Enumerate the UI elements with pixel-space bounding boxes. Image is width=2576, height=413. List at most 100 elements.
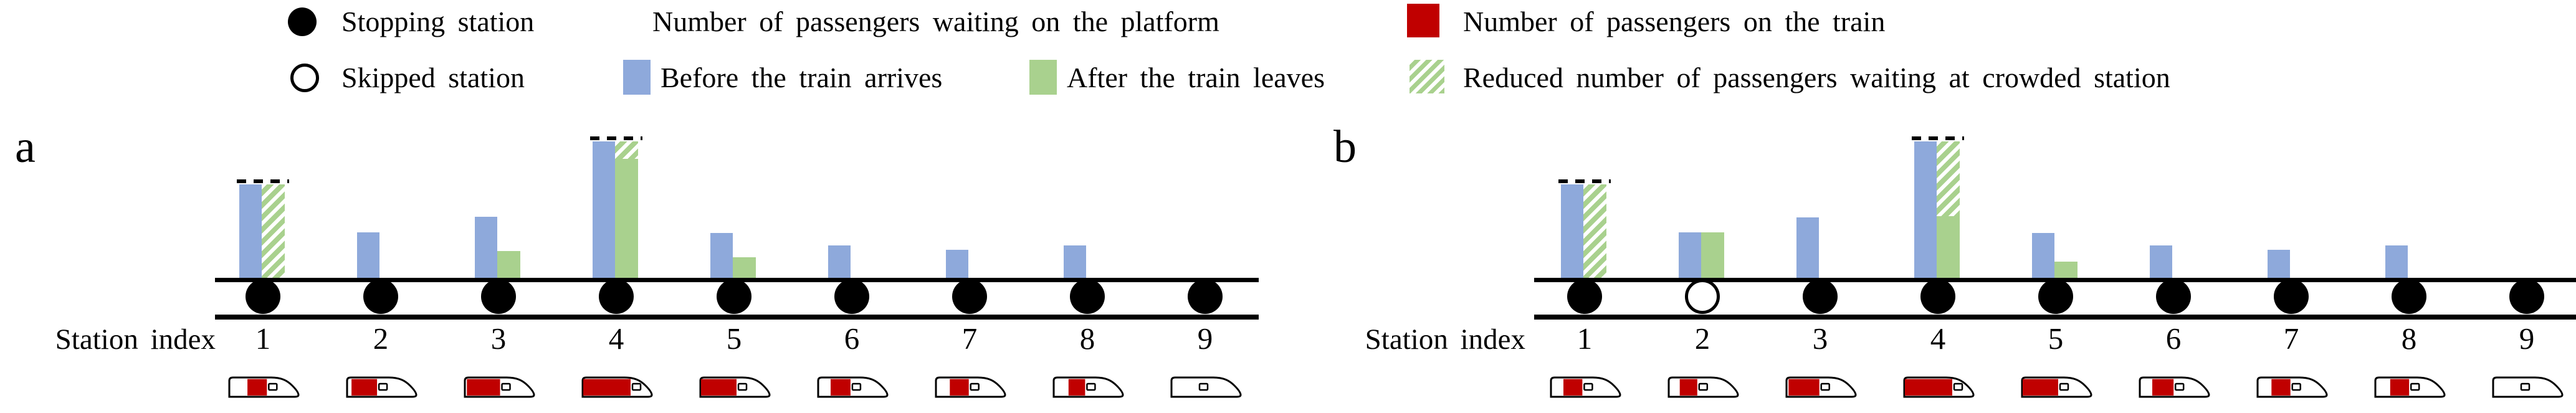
after-train-leaves-label: After the train leaves [1067,62,1325,93]
train-icon [1167,374,1243,400]
train-window [378,382,388,391]
station-number: 9 [1197,321,1213,356]
bar-before-train-arrives [239,184,262,278]
bar-after-train-leaves [2054,262,2077,278]
train-window [2520,382,2531,391]
bar-before-train-arrives [1561,184,1583,278]
train-passengers-fill [2152,379,2174,396]
train-passengers-fill [950,379,969,396]
platform-capacity-dashed-line [590,136,642,140]
train-svg [1785,376,1857,398]
train-svg [464,376,535,398]
train-body [2374,376,2446,398]
bar-after-train-leaves [615,159,638,278]
reduced-waiting-swatch [1410,60,1444,93]
train-icon [1547,374,1623,400]
train-window [2291,382,2301,391]
stopping-station-marker [2156,279,2191,314]
train-svg [2139,376,2210,398]
train-body [2139,376,2210,398]
station-number: 8 [2401,321,2417,356]
bar-before-train-arrives [828,245,851,278]
station-number: 8 [1079,321,1095,356]
skipped-station-icon [290,64,319,92]
bar-after-train-leaves [497,251,520,278]
train-icon [932,374,1008,400]
train-svg [1170,376,1242,398]
station-number: 7 [2283,321,2299,356]
station-number: 7 [961,321,978,356]
train-svg [228,376,300,398]
train-window [2059,382,2069,391]
train-icon [460,374,537,400]
stopping-station-icon [288,7,317,36]
train-window [631,382,642,391]
skipped-station-label: Skipped station [341,62,525,93]
stopping-station-marker [2274,279,2309,314]
train-window [1198,382,1209,391]
train-passengers-fill [1679,379,1697,396]
train-passengers-fill [701,379,737,396]
station-number: 4 [1930,321,1946,356]
station-number: 4 [608,321,624,356]
bar-reduced-waiting [1937,141,1960,216]
train-svg [935,376,1006,398]
train-passengers-fill [2390,379,2410,396]
bar-reduced-waiting [262,184,285,278]
bar-before-train-arrives [710,233,733,278]
train-svg [2021,376,2092,398]
platform-capacity-dashed-line [1912,136,1964,140]
train-svg [1667,376,1739,398]
stopping-station-marker [834,279,869,314]
after-train-leaves-swatch [1029,60,1057,95]
train-window [737,382,748,391]
train-icon [1664,374,1740,400]
stopping-station-marker [2392,279,2426,314]
train-window [501,382,511,391]
train-window [1583,382,1593,391]
station-number: 5 [2048,321,2064,356]
train-passengers-fill [247,379,267,396]
bar-before-train-arrives [1914,141,1937,278]
stopping-station-marker [1070,279,1105,314]
train-svg [2374,376,2446,398]
bar-before-train-arrives [946,250,968,278]
train-passengers-fill [1563,379,1583,396]
skipped-station-marker [1685,279,1720,314]
train-window [1086,382,1096,391]
stopping-station-marker [1188,279,1223,314]
train-window [970,382,980,391]
train-window [1698,382,1709,391]
train-window [268,382,278,391]
platform-capacity-dashed-line [237,179,289,183]
train-icon [225,374,301,400]
bar-before-train-arrives [2032,233,2054,278]
stopping-station-marker [2509,279,2544,314]
station-number: 2 [1694,321,1710,356]
station-number: 1 [1577,321,1593,356]
stopping-station-marker [481,279,516,314]
train-passengers-fill [1905,379,1952,396]
stopping-station-marker [246,279,280,314]
passengers-on-train-swatch [1407,4,1439,37]
train-passengers-fill [2023,379,2058,396]
bar-before-train-arrives [1679,232,1701,278]
train-icon [578,374,654,400]
bar-before-train-arrives [1796,217,1819,278]
train-passengers-fill [2271,379,2291,396]
train-passengers-fill [583,379,631,396]
station-number: 9 [2519,321,2535,356]
bar-reduced-waiting [615,141,638,159]
panel-label: b [1333,121,1357,173]
station-number: 6 [844,321,860,356]
stopping-station-marker [363,279,398,314]
train-icon [1900,374,1976,400]
train-icon [1782,374,1858,400]
bar-reduced-waiting [1583,184,1606,278]
bar-after-train-leaves [1937,216,1960,278]
train-svg [1903,376,1975,398]
train-svg [581,376,653,398]
